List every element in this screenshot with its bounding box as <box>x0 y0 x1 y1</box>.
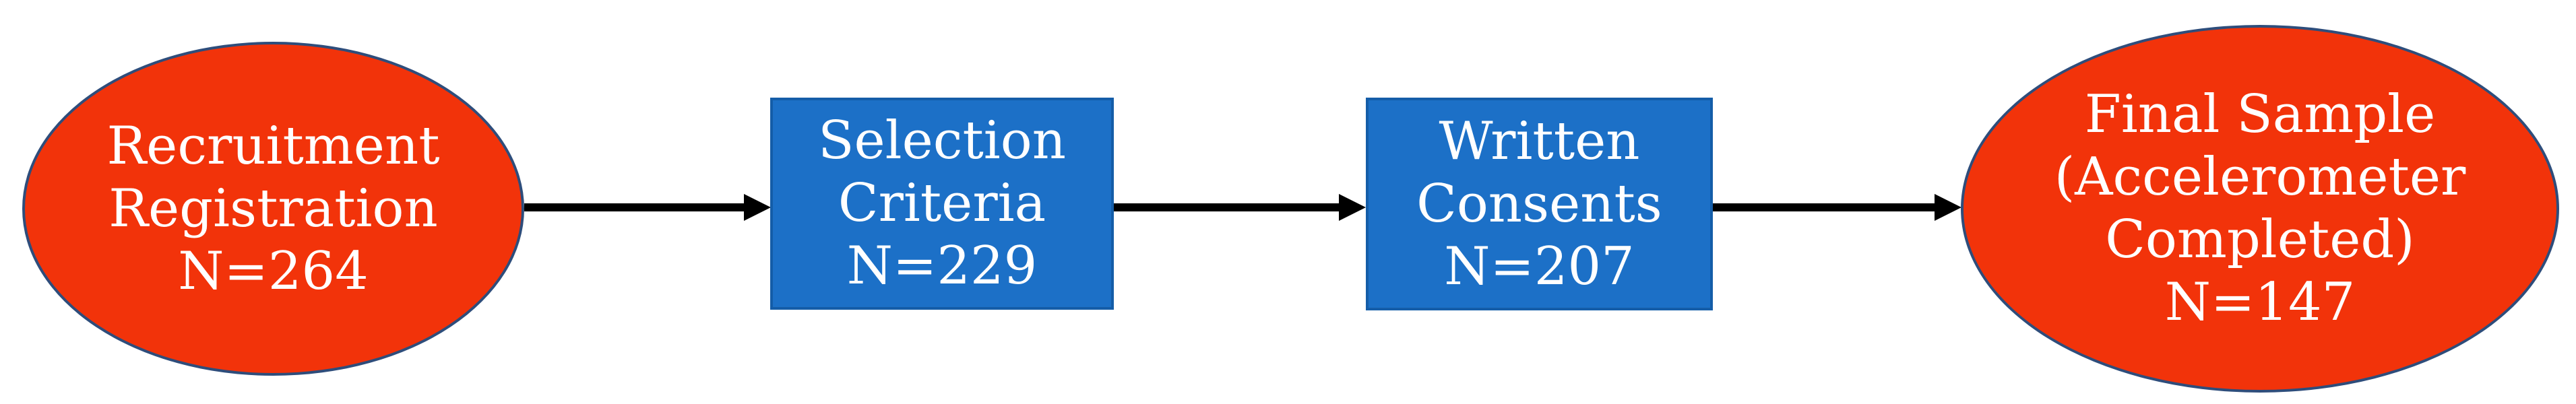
node-selection-criteria: Selection Criteria N=229 <box>770 98 1114 310</box>
arrow-shaft <box>1713 203 1936 211</box>
node-n-value: N=264 <box>178 240 369 302</box>
node-text-line: Consents <box>1416 173 1662 234</box>
node-text-line: Final Sample <box>2084 84 2436 145</box>
arrow-head-icon <box>744 194 771 221</box>
node-text-line: Completed) <box>2105 209 2415 270</box>
node-n-value: N=229 <box>846 236 1038 296</box>
node-n-value: N=147 <box>2164 272 2356 333</box>
arrow-shaft <box>524 203 745 211</box>
node-text-line: Criteria <box>838 173 1046 234</box>
node-text-line: Selection <box>818 110 1066 171</box>
node-text-line: Recruitment <box>106 115 440 176</box>
node-n-value: N=207 <box>1444 236 1635 297</box>
node-recruitment-registration: Recruitment Registration N=264 <box>22 42 524 376</box>
arrow-head-icon <box>1935 194 1961 221</box>
node-final-sample: Final Sample (Accelerometer Completed) N… <box>1961 25 2559 393</box>
arrow-shaft <box>1114 203 1340 211</box>
node-text-line: (Accelerometer <box>2054 147 2466 207</box>
arrow-head-icon <box>1339 194 1366 221</box>
node-text-line: Written <box>1439 110 1640 172</box>
node-text-line: Registration <box>108 178 438 239</box>
node-written-consents: Written Consents N=207 <box>1366 98 1713 310</box>
